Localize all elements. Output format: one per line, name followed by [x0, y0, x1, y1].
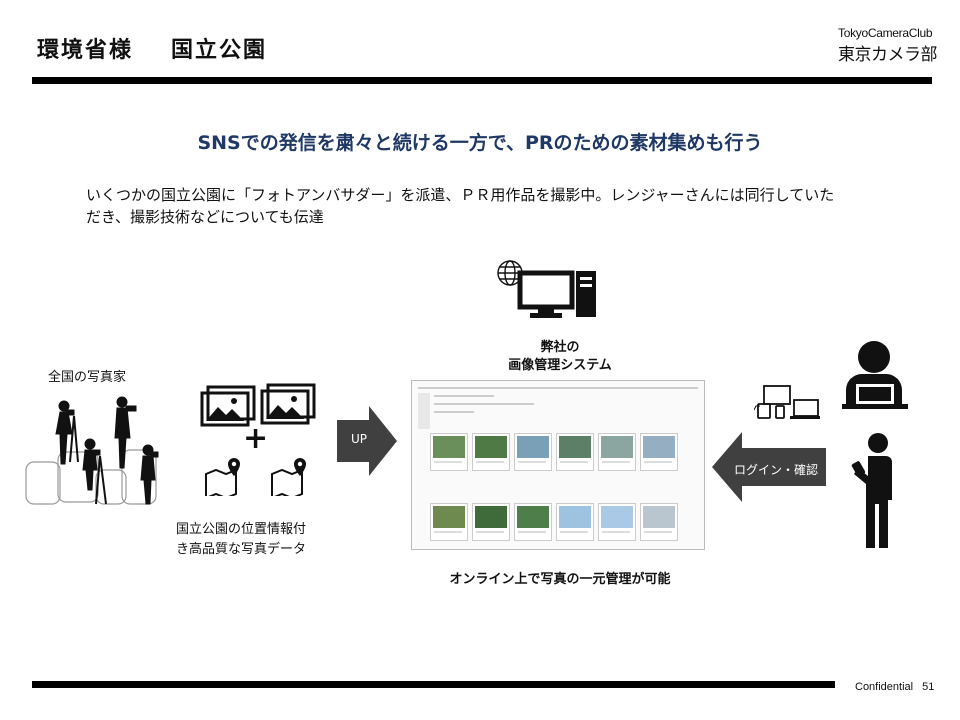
title-client: 環境省様 [37, 38, 134, 63]
confidential-label: Confidential [855, 681, 914, 693]
footer: Confidential 51 [855, 681, 943, 693]
description: いくつかの国立公園に「フォトアンバサダー」を派遣、ＰＲ用作品を撮影中。レンジャー… [86, 186, 835, 226]
title-topic: 国立公園 [171, 38, 268, 63]
upload-arrow-label: UP [351, 432, 368, 446]
map-pin-icon [205, 458, 306, 496]
photographers-label: 全国の写真家 [48, 370, 127, 385]
system-caption: オンライン上で写真の一元管理が可能 [449, 572, 671, 587]
devices-icon [754, 385, 820, 419]
logo-english: TokyoCameraClub [838, 26, 933, 40]
login-arrow [712, 432, 826, 502]
desktop-computer-icon [497, 260, 596, 318]
logo-japanese: 東京カメラ部 [838, 45, 938, 65]
upload-arrow [337, 406, 397, 476]
plus-sign: + [243, 421, 269, 456]
photographer-silhouettes [25, 396, 159, 505]
photo-icon [200, 383, 316, 427]
system-label: 弊社の 画像管理システム [508, 340, 612, 373]
page-title: 環境省様 国立公園 [37, 32, 267, 64]
page-number: 51 [922, 681, 935, 693]
login-arrow-label: ログイン・確認 [734, 463, 819, 477]
footer-rule [32, 681, 835, 688]
photo-data-label: 国立公園の位置情報付 き高品質な写真データ [176, 522, 307, 557]
header-rule [32, 77, 932, 84]
headline: SNSでの発信を粛々と続ける一方で、PRのための素材集めも行う [197, 132, 763, 154]
image-management-screenshot [411, 380, 705, 550]
laptop-user-icon [842, 341, 908, 409]
smartphone-user-icon [851, 433, 892, 548]
